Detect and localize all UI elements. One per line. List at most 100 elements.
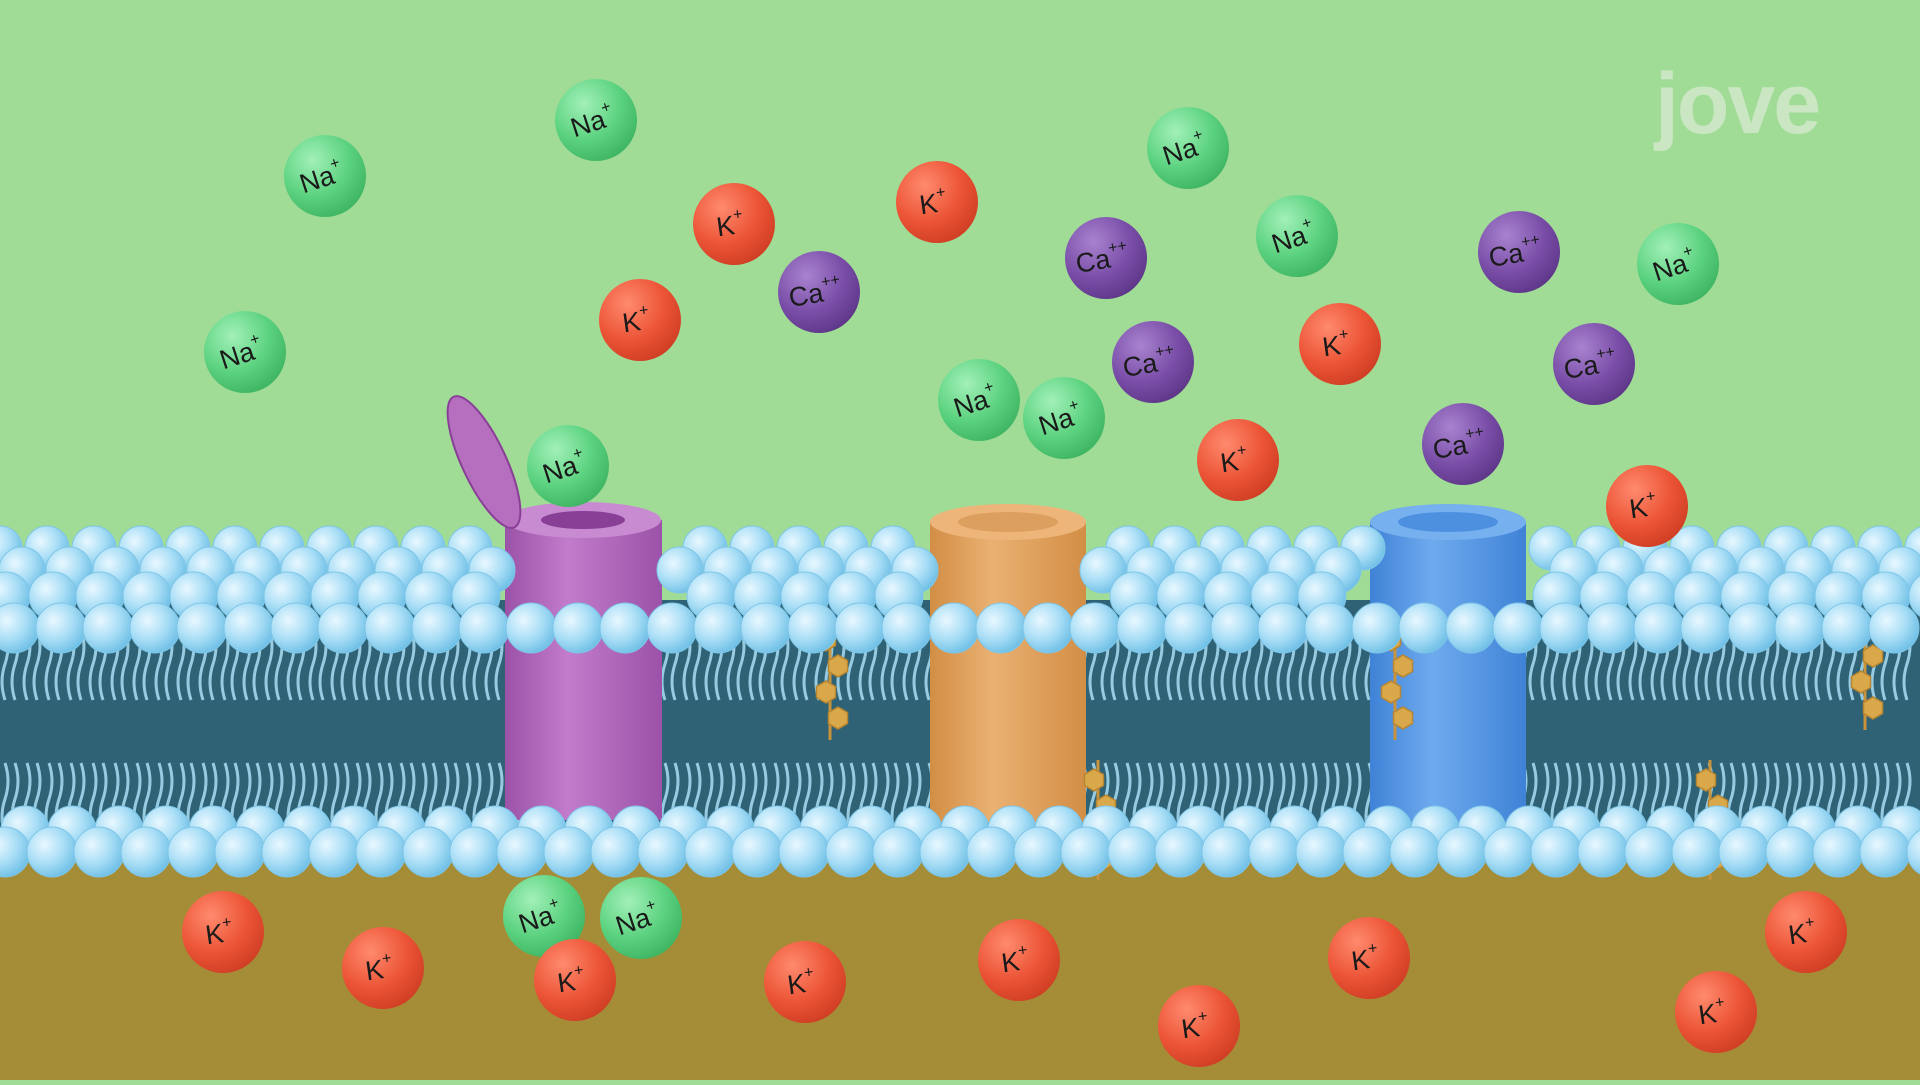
lipid-head [590, 826, 642, 878]
lipid-head [1022, 602, 1074, 654]
lipid-head [1671, 826, 1723, 878]
lipid-head [1116, 602, 1168, 654]
ions: Na+Na+Na+K+K+Ca++K+Na+Ca++Na+Ca++Na+Ca++… [182, 79, 1847, 1067]
sodium-ion: Na+ [1256, 195, 1338, 277]
lipid-head [1445, 602, 1497, 654]
lipid-head [317, 602, 369, 654]
sodium-channel [446, 395, 662, 820]
potassium-ion: K+ [693, 183, 775, 265]
lipid-head [1906, 829, 1920, 875]
jove-logo: jove [1655, 56, 1821, 152]
lipid-head [1304, 602, 1356, 654]
lipid-head [1586, 602, 1638, 654]
lipid-head [1257, 602, 1309, 654]
lipid-head [1351, 602, 1403, 654]
lipid-head [1624, 826, 1676, 878]
lipid-head [1492, 602, 1544, 654]
lipid-head [787, 602, 839, 654]
potassium-ion: K+ [534, 939, 616, 1021]
lipid-head [458, 602, 510, 654]
calcium-ion: Ca++ [1553, 323, 1635, 405]
potassium-ion: K+ [1197, 419, 1279, 501]
lipid-head [129, 602, 181, 654]
potassium-ion: K+ [342, 927, 424, 1009]
lipid-head [167, 826, 219, 878]
potassium-ion: K+ [599, 279, 681, 361]
ion-circle [1256, 195, 1338, 277]
sodium-ion: Na+ [284, 135, 366, 217]
calcium-ion: Ca++ [1422, 403, 1504, 485]
potassium-ion: K+ [1328, 917, 1410, 999]
lipid-head [1821, 602, 1873, 654]
ion-circle [1158, 985, 1240, 1067]
sodium-ion: Na+ [204, 311, 286, 393]
ion-circle [600, 877, 682, 959]
lipid-head [82, 602, 134, 654]
sodium-ion: Na+ [1637, 223, 1719, 305]
lipid-head [834, 602, 886, 654]
lipid-head [120, 826, 172, 878]
lipid-head [1295, 826, 1347, 878]
ion-circle [693, 183, 775, 265]
lipid-head [1908, 575, 1920, 617]
lipid-head [1107, 826, 1159, 878]
lipid-head [1154, 826, 1206, 878]
lipid-head [1342, 826, 1394, 878]
ion-circle [1023, 377, 1105, 459]
lipid-head [355, 826, 407, 878]
lipid-head [308, 826, 360, 878]
lipid-head [919, 826, 971, 878]
sodium-ion: Na+ [503, 875, 585, 957]
ion-circle [1765, 891, 1847, 973]
sodium-ion: Na+ [527, 425, 609, 507]
potassium-ion: K+ [978, 919, 1060, 1001]
lipid-head [449, 826, 501, 878]
potassium-channel [930, 504, 1086, 822]
lipid-head [402, 826, 454, 878]
lipid-head [1765, 826, 1817, 878]
lipid-head [1069, 602, 1121, 654]
potassium-ion: K+ [182, 891, 264, 973]
lipid-head [975, 602, 1027, 654]
ion-circle [778, 251, 860, 333]
ion-circle [896, 161, 978, 243]
lipid-head [778, 826, 830, 878]
potassium-ion: K+ [1675, 971, 1757, 1053]
lipid-head [411, 602, 463, 654]
calcium-ion: Ca++ [1478, 211, 1560, 293]
potassium-ion: K+ [1765, 891, 1847, 973]
lipid-head [825, 826, 877, 878]
ion-circle [342, 927, 424, 1009]
calcium-ion: Ca++ [1065, 217, 1147, 299]
ion-circle [978, 919, 1060, 1001]
ion-circle [1606, 465, 1688, 547]
lipid-head [1577, 826, 1629, 878]
sodium-ion: Na+ [938, 359, 1020, 441]
ion-circle [555, 79, 637, 161]
ion-circle [204, 311, 286, 393]
lipid-head [1633, 602, 1685, 654]
sodium-ion: Na+ [1147, 107, 1229, 189]
lipid-head [1210, 602, 1262, 654]
ion-circle [1553, 323, 1635, 405]
lipid-head [1727, 602, 1779, 654]
lipid-head [1398, 602, 1450, 654]
lipid-head [1718, 826, 1770, 878]
potassium-ion: K+ [1158, 985, 1240, 1067]
lipid-head [637, 826, 689, 878]
lipid-head [1774, 602, 1826, 654]
potassium-ion: K+ [896, 161, 978, 243]
lipid-head [496, 826, 548, 878]
ion-circle [534, 939, 616, 1021]
ion-circle [1328, 917, 1410, 999]
lipid-head [740, 602, 792, 654]
ion-circle [599, 279, 681, 361]
inactivation-gate [446, 395, 522, 529]
lipid-head [35, 602, 87, 654]
ion-circle [527, 425, 609, 507]
lipid-head [223, 602, 275, 654]
lipid-head [1868, 602, 1920, 654]
intracellular-space [0, 860, 1920, 1080]
